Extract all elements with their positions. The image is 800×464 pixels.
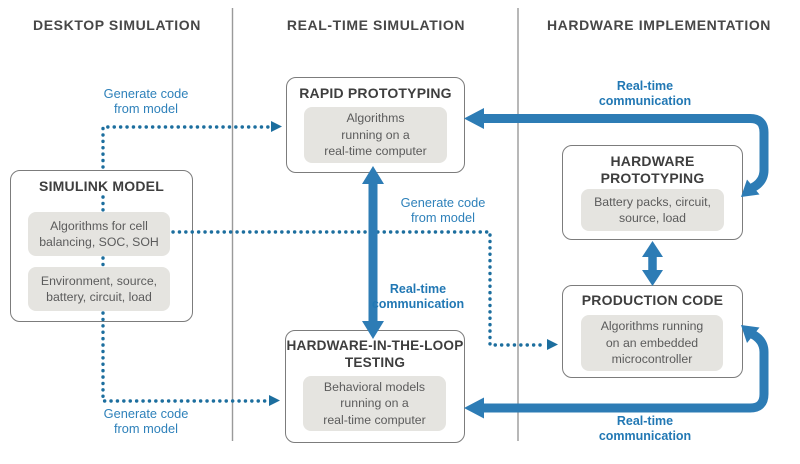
arrowhead-up-into-hwproto xyxy=(642,241,663,257)
box-title-hil-testing: HARDWARE-IN-THE-LOOP TESTING xyxy=(286,338,464,370)
item-environment-source: Environment, source, battery, circuit, l… xyxy=(28,267,170,311)
item-algorithms-realtime-computer: Algorithms running on a real-time comput… xyxy=(304,107,447,163)
column-header-desktop-simulation: DESKTOP SIMULATION xyxy=(33,17,201,33)
box-title-production-code: PRODUCTION CODE xyxy=(581,292,724,308)
arrowhead-down-into-prodcode xyxy=(642,270,663,286)
dotted-arrow-model-to-rapid xyxy=(101,125,272,169)
arrowhead-left-into-hil xyxy=(464,397,484,419)
label-generate-code-bottom: Generate code from model xyxy=(103,406,189,436)
label-realtime-comm-top: Real-time communication xyxy=(598,79,692,108)
arrowhead-into-hwproto xyxy=(741,179,760,197)
dotted-arrowhead-into-production-code xyxy=(547,339,558,350)
box-title-rapid-prototyping: RAPID PROTOTYPING xyxy=(299,85,452,101)
arrow-rapid-hil-realtime xyxy=(362,166,384,339)
box-title-hardware-prototyping: HARDWARE PROTOTYPING xyxy=(600,153,705,186)
dotted-arrowhead-into-hil xyxy=(269,395,280,406)
arrowhead-into-prodcode xyxy=(741,325,760,343)
item-algorithms-cell-balancing: Algorithms for cell balancing, SOC, SOH xyxy=(28,212,170,256)
item-algorithms-embedded-microcontroller: Algorithms running on an embedded microc… xyxy=(581,315,723,371)
label-realtime-comm-bottom: Real-time communication xyxy=(598,414,692,443)
dotted-arrowhead-into-rapid xyxy=(271,121,282,132)
box-title-simulink-model: SIMULINK MODEL xyxy=(39,178,164,194)
label-generate-code-mid: Generate code from model xyxy=(400,195,486,225)
arrowhead-left-into-rapid xyxy=(464,108,484,129)
column-header-realtime-simulation: REAL-TIME SIMULATION xyxy=(286,17,466,33)
label-realtime-comm-mid: Real-time communication xyxy=(371,282,465,311)
column-header-hardware-implementation: HARDWARE IMPLEMENTATION xyxy=(546,17,772,33)
item-battery-packs-circuit: Battery packs, circuit, source, load xyxy=(581,189,724,231)
label-generate-code-top: Generate code from model xyxy=(103,86,189,116)
item-behavioral-models: Behavioral models running on a real-time… xyxy=(303,376,446,431)
arrow-hwproto-prodcode xyxy=(642,241,663,286)
